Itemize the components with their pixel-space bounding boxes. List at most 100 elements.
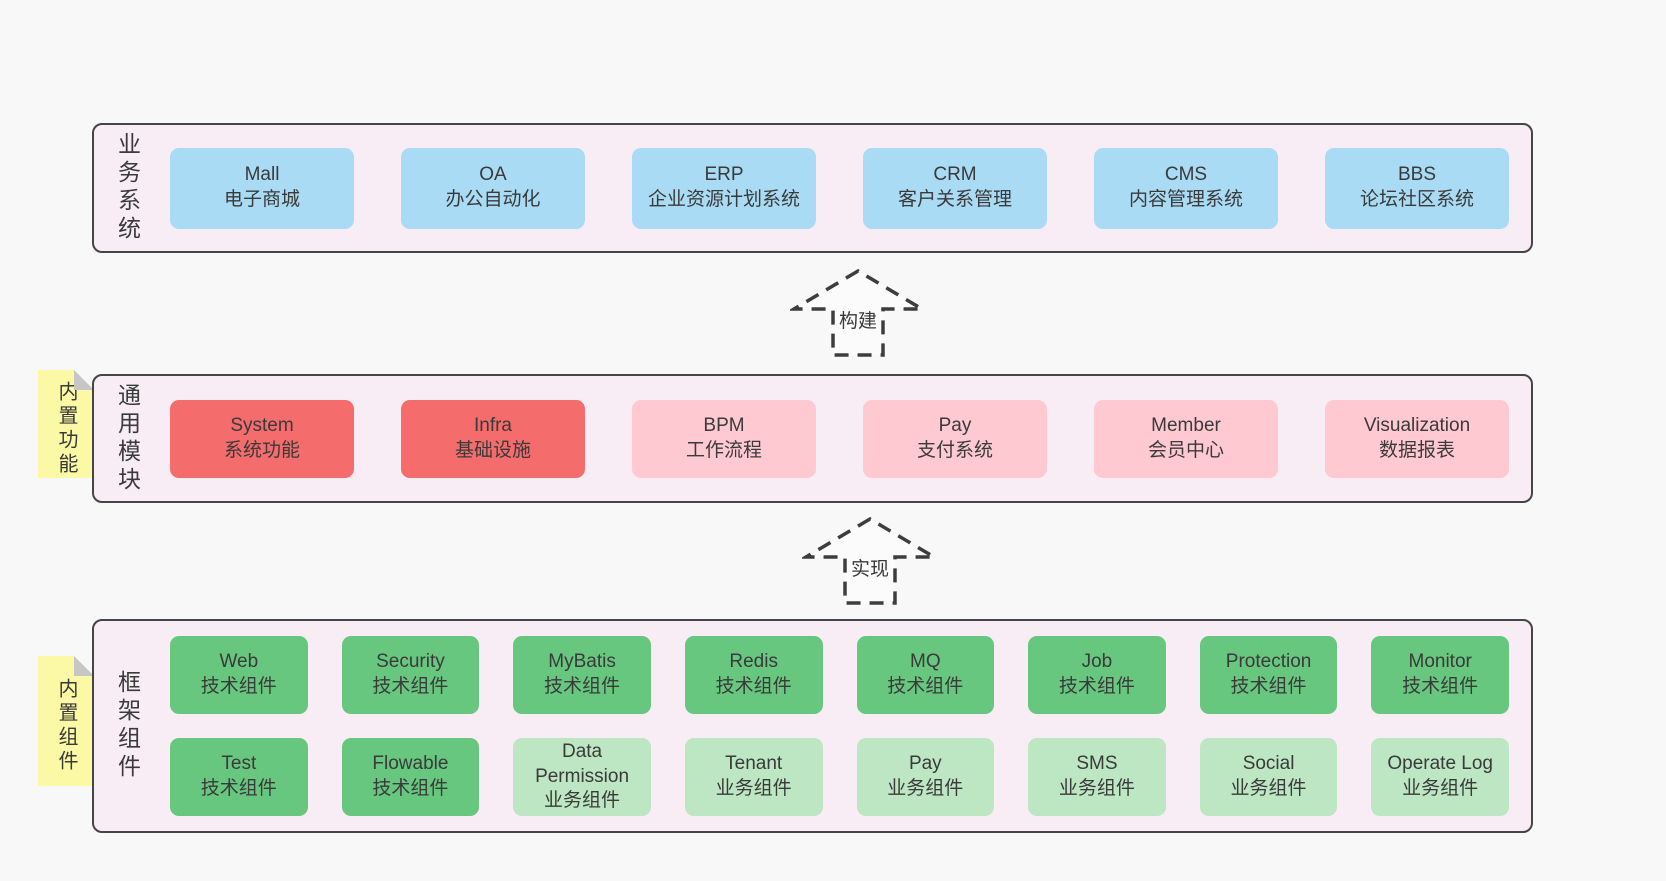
box-subtitle: 业务组件 — [715, 778, 792, 799]
box-subtitle: 技术组件 — [887, 676, 964, 697]
box-operate-log: Operate Log 业务组件 — [1371, 738, 1509, 816]
sticky-note-built-in-components: 内置组件 — [38, 656, 94, 786]
box-subtitle: 系统功能 — [223, 439, 300, 461]
box-member: Member 会员中心 — [1094, 399, 1278, 478]
arrow-build: 构建 — [790, 267, 926, 359]
components-rows: Web 技术组件 Security 技术组件 MyBatis 技术组件 Redi… — [148, 636, 1531, 816]
box-redis: Redis 技术组件 — [684, 636, 823, 714]
box-subtitle: 技术组件 — [715, 676, 792, 697]
box-title: Redis — [729, 651, 778, 673]
box-title: Tenant — [725, 753, 783, 775]
layer-framework-components: 框架组件 Web 技术组件 Security 技术组件 MyBatis 技术组件… — [92, 619, 1533, 833]
box-title: ERP — [704, 164, 744, 186]
box-pay-module: Pay 支付系统 — [863, 399, 1047, 478]
box-monitor: Monitor 技术组件 — [1371, 636, 1509, 714]
sticky-note-built-in-features: 内置功能 — [38, 370, 94, 478]
box-infra: Infra 基础设施 — [401, 399, 585, 478]
box-title: Job — [1081, 651, 1113, 673]
box-oa: OA 办公自动化 — [401, 147, 585, 229]
box-title: Monitor — [1408, 651, 1472, 673]
box-title: BPM — [703, 414, 745, 436]
box-title: Security — [376, 651, 445, 673]
box-job: Job 技术组件 — [1028, 636, 1166, 714]
box-subtitle: 技术组件 — [200, 676, 277, 697]
box-title: Member — [1151, 414, 1221, 436]
box-title: CMS — [1164, 164, 1208, 186]
box-title: CRM — [933, 164, 977, 186]
box-mybatis: MyBatis 技术组件 — [513, 636, 651, 714]
arrow-implement: 实现 — [802, 515, 938, 607]
box-title: Mall — [244, 164, 280, 186]
box-subtitle: 业务组件 — [1230, 778, 1307, 799]
business-boxes-row: Mall 电子商城 OA 办公自动化 ERP 企业资源计划系统 CRM 客户关系… — [148, 147, 1531, 229]
box-bbs: BBS 论坛社区系统 — [1325, 147, 1509, 229]
box-subtitle: 办公自动化 — [445, 189, 541, 210]
box-title: Data Permission — [535, 740, 630, 787]
box-system: System 系统功能 — [170, 399, 354, 478]
box-flowable: Flowable 技术组件 — [341, 738, 480, 816]
components-row-2: Test 技术组件 Flowable 技术组件 Data Permission … — [148, 738, 1531, 816]
box-subtitle: 技术组件 — [1230, 676, 1307, 697]
box-title: Flowable — [372, 753, 449, 775]
sticky-label: 内置组件 — [55, 678, 77, 774]
box-title: Infra — [473, 414, 513, 436]
box-cms: CMS 内容管理系统 — [1094, 147, 1278, 229]
box-test: Test 技术组件 — [170, 738, 308, 816]
box-title: OA — [479, 164, 507, 186]
box-title: Web — [219, 651, 259, 673]
box-subtitle: 技术组件 — [200, 778, 277, 799]
layer-label-framework-components: 框架组件 — [114, 670, 141, 782]
box-visualization: Visualization 数据报表 — [1325, 399, 1509, 478]
box-title: Social — [1242, 753, 1295, 775]
layer-common-modules: 通用模块 System 系统功能 Infra 基础设施 BPM 工作流程 Pay… — [92, 374, 1533, 503]
modules-boxes-row: System 系统功能 Infra 基础设施 BPM 工作流程 Pay 支付系统… — [148, 399, 1531, 478]
box-subtitle: 基础设施 — [454, 439, 531, 461]
box-data-permission: Data Permission 业务组件 — [513, 738, 651, 816]
box-subtitle: 会员中心 — [1147, 439, 1224, 461]
box-security: Security 技术组件 — [341, 636, 480, 714]
box-social: Social 业务组件 — [1199, 738, 1338, 816]
arrow-implement-label: 实现 — [848, 553, 892, 582]
box-subtitle: 数据报表 — [1378, 439, 1455, 461]
components-row-1: Web 技术组件 Security 技术组件 MyBatis 技术组件 Redi… — [148, 636, 1531, 714]
box-title: Pay — [938, 414, 972, 436]
box-subtitle: 技术组件 — [544, 676, 621, 697]
box-title: Visualization — [1363, 414, 1471, 436]
layer-label-common-modules: 通用模块 — [114, 382, 141, 495]
box-title: System — [230, 414, 294, 436]
box-mq: MQ 技术组件 — [856, 636, 995, 714]
box-title: Test — [221, 753, 257, 775]
box-subtitle: 业务组件 — [1402, 778, 1479, 799]
layer-label-business-systems: 业务系统 — [114, 132, 141, 244]
box-subtitle: 技术组件 — [1402, 676, 1479, 697]
box-subtitle: 工作流程 — [685, 439, 762, 461]
box-subtitle: 内容管理系统 — [1128, 189, 1243, 210]
box-subtitle: 企业资源计划系统 — [647, 189, 800, 210]
box-tenant: Tenant 业务组件 — [684, 738, 823, 816]
box-title: Protection — [1225, 651, 1312, 673]
box-title: Operate Log — [1387, 753, 1493, 775]
box-subtitle: 业务组件 — [887, 778, 964, 799]
box-subtitle: 技术组件 — [1058, 676, 1135, 697]
box-pay-component: Pay 业务组件 — [856, 738, 995, 816]
box-subtitle: 业务组件 — [1058, 778, 1135, 799]
box-subtitle: 支付系统 — [916, 439, 993, 461]
box-web: Web 技术组件 — [170, 636, 308, 714]
box-mall: Mall 电子商城 — [170, 147, 354, 229]
box-subtitle: 技术组件 — [372, 778, 449, 799]
box-bpm: BPM 工作流程 — [632, 399, 816, 478]
box-crm: CRM 客户关系管理 — [863, 147, 1047, 229]
box-subtitle: 技术组件 — [372, 676, 449, 697]
box-title: SMS — [1076, 753, 1118, 775]
arrow-build-label: 构建 — [836, 305, 880, 334]
box-subtitle: 客户关系管理 — [897, 189, 1012, 210]
sticky-label: 内置功能 — [55, 381, 77, 477]
box-title: BBS — [1397, 164, 1437, 186]
box-subtitle: 业务组件 — [544, 790, 621, 812]
box-subtitle: 电子商城 — [223, 189, 300, 210]
box-protection: Protection 技术组件 — [1199, 636, 1338, 714]
box-subtitle: 论坛社区系统 — [1359, 189, 1474, 210]
layer-business-systems: 业务系统 Mall 电子商城 OA 办公自动化 ERP 企业资源计划系统 CRM… — [92, 123, 1533, 253]
box-title: Pay — [908, 753, 942, 775]
box-sms: SMS 业务组件 — [1028, 738, 1166, 816]
